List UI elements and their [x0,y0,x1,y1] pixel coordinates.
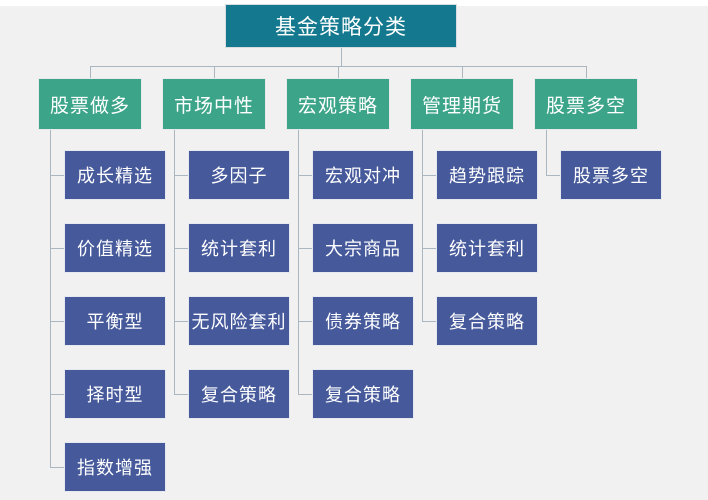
leaf-stub-connector-4-2 [422,248,436,249]
leaf-node-2-2-label: 统计套利 [201,239,277,260]
leaf-node-3-2[interactable]: 大宗商品 [312,223,414,273]
branch-node-5[interactable]: 股票多空 [534,78,638,130]
root-node[interactable]: 基金策略分类 [225,4,457,48]
leaf-node-2-3-label: 无风险套利 [191,312,287,333]
leaf-stub-connector-1-2 [50,248,64,249]
leaf-node-1-5-label: 指数增强 [77,458,153,479]
leaf-node-1-2-label: 价值精选 [77,239,153,260]
leaf-node-4-1[interactable]: 趋势跟踪 [436,150,538,200]
leaf-stub-connector-1-4 [50,394,64,395]
leaf-stub-connector-2-1 [174,175,188,176]
branch-node-3-label: 宏观策略 [297,94,378,117]
leaf-node-1-3[interactable]: 平衡型 [64,296,166,346]
branch-drop-connector-1 [90,66,91,78]
leaf-stub-connector-3-2 [298,248,312,249]
branch-node-3[interactable]: 宏观策略 [286,78,390,130]
leaf-node-3-3-label: 债券策略 [325,312,401,333]
leaf-node-1-4-label: 择时型 [86,385,144,406]
branch-drop-connector-2 [214,66,215,78]
leaf-stub-connector-2-3 [174,321,188,322]
leaf-stub-connector-3-1 [298,175,312,176]
root-node-label: 基金策略分类 [275,15,407,39]
leaf-stub-connector-2-4 [174,394,188,395]
leaf-node-1-1-label: 成长精选 [77,166,153,187]
leaf-spine-connector-4 [422,130,423,321]
leaf-node-2-2[interactable]: 统计套利 [188,223,290,273]
leaf-node-1-3-label: 平衡型 [86,312,144,333]
leaf-stub-connector-1-3 [50,321,64,322]
leaf-node-2-4-label: 复合策略 [201,385,277,406]
leaf-node-4-3-label: 复合策略 [449,312,525,333]
branch-node-2[interactable]: 市场中性 [162,78,266,130]
branch-node-1-label: 股票做多 [49,94,130,117]
leaf-spine-connector-3 [298,130,299,394]
leaf-spine-connector-5 [546,130,547,175]
branch-node-1[interactable]: 股票做多 [38,78,142,130]
leaf-node-1-2[interactable]: 价值精选 [64,223,166,273]
leaf-stub-connector-3-4 [298,394,312,395]
leaf-node-2-3[interactable]: 无风险套利 [188,296,290,346]
leaf-node-3-2-label: 大宗商品 [325,239,401,260]
leaf-node-2-1[interactable]: 多因子 [188,150,290,200]
leaf-node-1-5[interactable]: 指数增强 [64,442,166,492]
leaf-node-5-1-label: 股票多空 [573,166,649,187]
leaf-node-3-3[interactable]: 债券策略 [312,296,414,346]
leaf-node-2-4[interactable]: 复合策略 [188,369,290,419]
leaf-node-3-4[interactable]: 复合策略 [312,369,414,419]
branch-node-4-label: 管理期货 [421,94,502,117]
branch-node-5-label: 股票多空 [545,94,626,117]
leaf-node-3-4-label: 复合策略 [325,385,401,406]
leaf-node-3-1-label: 宏观对冲 [325,166,401,187]
leaf-node-1-1[interactable]: 成长精选 [64,150,166,200]
leaf-stub-connector-1-5 [50,467,64,468]
leaf-spine-connector-1 [50,130,51,467]
leaf-node-4-2[interactable]: 统计套利 [436,223,538,273]
leaf-node-4-1-label: 趋势跟踪 [449,166,525,187]
branch-drop-connector-3 [338,66,339,78]
leaf-stub-connector-4-1 [422,175,436,176]
branch-drop-connector-4 [462,66,463,78]
branch-drop-connector-5 [586,66,587,78]
leaf-stub-connector-3-3 [298,321,312,322]
branch-node-4[interactable]: 管理期货 [410,78,514,130]
leaf-stub-connector-4-3 [422,321,436,322]
branch-node-2-label: 市场中性 [173,94,254,117]
leaf-node-4-2-label: 统计套利 [449,239,525,260]
leaf-node-2-1-label: 多因子 [210,166,268,187]
leaf-node-4-3[interactable]: 复合策略 [436,296,538,346]
top-white-strip [0,0,708,6]
leaf-stub-connector-5-1 [546,175,560,176]
leaf-node-3-1[interactable]: 宏观对冲 [312,150,414,200]
leaf-stub-connector-1-1 [50,175,64,176]
leaf-spine-connector-2 [174,130,175,394]
leaf-stub-connector-2-2 [174,248,188,249]
leaf-node-1-4[interactable]: 择时型 [64,369,166,419]
root-drop-connector [341,48,342,66]
leaf-node-5-1[interactable]: 股票多空 [560,150,662,200]
